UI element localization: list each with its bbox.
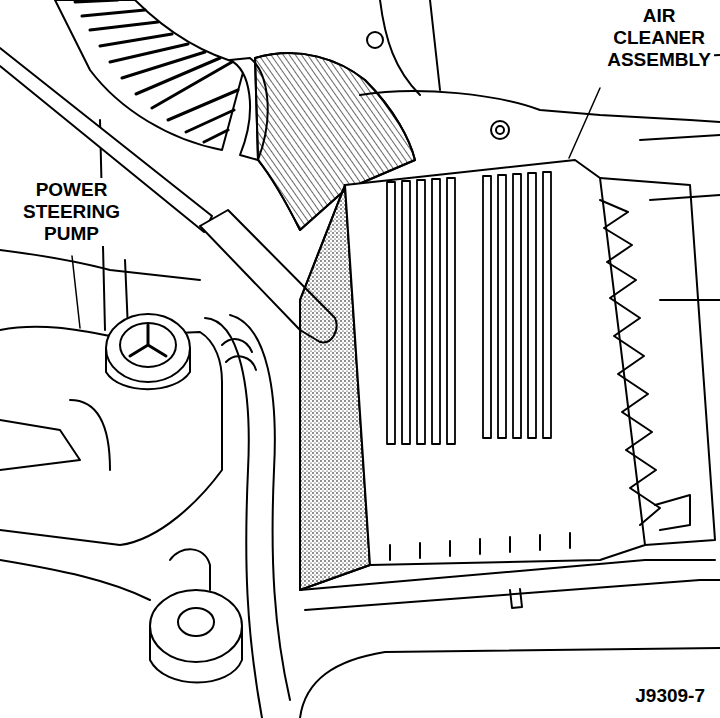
grille-slots: [387, 172, 551, 444]
bracket: [655, 495, 690, 530]
latch: [510, 589, 522, 608]
housing-rim: [300, 560, 715, 590]
housing: [600, 178, 715, 545]
background-line: [0, 560, 150, 600]
clamp-screw: [367, 32, 383, 48]
reservoir-detail: [70, 400, 110, 470]
housing-edge: [600, 200, 660, 525]
filler-cap: [106, 314, 190, 382]
background-line: [360, 91, 720, 122]
part-label: AIR CLEANER ASSEMBLY: [604, 4, 714, 72]
rim-ribs: [390, 533, 570, 560]
background-line: [640, 135, 720, 300]
neck: [170, 549, 210, 590]
bolt: [491, 121, 509, 139]
radiator-cap: [150, 590, 242, 662]
air-cleaner-lid: [345, 160, 645, 565]
housing-rim: [305, 580, 720, 610]
hose-fitting: [222, 339, 256, 370]
radiator-cap-center: [178, 608, 214, 636]
hose-ribs: [75, 0, 238, 142]
bolt: [496, 126, 504, 134]
background-line: [300, 648, 720, 718]
background-line: [380, 0, 420, 95]
leader-line: [569, 88, 600, 158]
leader-line: [72, 256, 80, 328]
reservoir-detail: [0, 420, 80, 470]
part-label: POWER STEERING PUMP: [20, 178, 123, 246]
background-line: [430, 0, 440, 90]
background-line: [0, 250, 200, 280]
cap-spokes: [130, 325, 166, 356]
filler-cap-top: [120, 323, 176, 367]
figure-number: J9309-7: [632, 684, 708, 708]
filler-cap: [106, 348, 190, 389]
